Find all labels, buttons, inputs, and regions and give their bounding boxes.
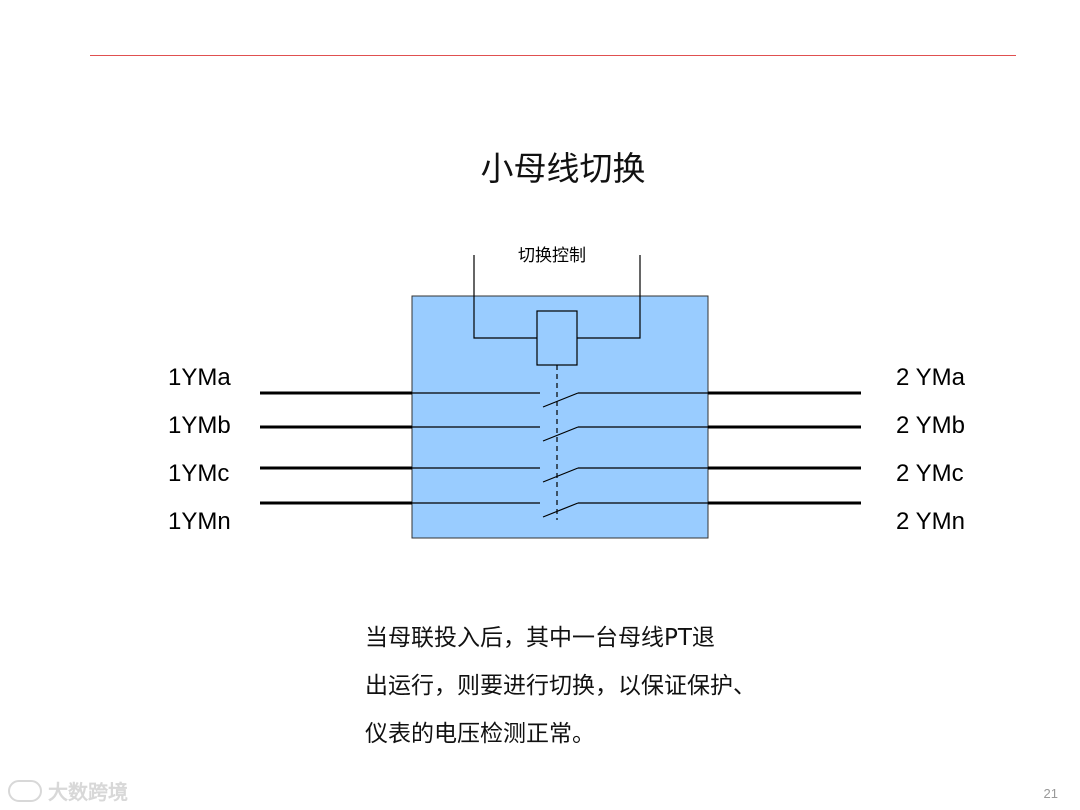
left-bus-label-a: 1YMa: [168, 364, 231, 391]
slide-title: 小母线切换: [480, 149, 646, 188]
left-bus-label-n: 1YMn: [168, 508, 231, 535]
control-wire-right: [577, 255, 641, 339]
bus-line-a: [260, 391, 861, 408]
page-number: 21: [1043, 786, 1058, 801]
left-bus-label-b: 1YMb: [168, 412, 231, 439]
control-label: 切换控制: [518, 246, 586, 266]
logo-icon: [8, 779, 42, 802]
right-bus-label-c: 2 YMc: [896, 460, 964, 487]
bus-line-c: [260, 466, 861, 483]
top-divider-line: [90, 55, 1016, 56]
control-wire-left: [473, 255, 537, 339]
bus-line-b: [260, 425, 861, 442]
bus-line-n: [260, 501, 861, 518]
right-bus-label-n: 2 YMn: [896, 508, 965, 535]
left-bus-label-c: 1YMc: [168, 460, 229, 487]
watermark-logo: 大数跨境: [8, 776, 128, 805]
description-text: 当母联投入后，其中一台母线PT退 出运行，则要进行切换，以保证保护、 仪表的电压…: [365, 614, 825, 758]
description-line-3: 仪表的电压检测正常。: [365, 721, 595, 747]
logo-text: 大数跨境: [48, 780, 128, 804]
description-line-2: 出运行，则要进行切换，以保证保护、: [365, 673, 756, 699]
relay-coil: [536, 310, 578, 366]
right-bus-label-a: 2 YMa: [896, 364, 966, 391]
right-bus-label-b: 2 YMb: [896, 412, 965, 439]
description-line-1: 当母联投入后，其中一台母线PT退: [365, 625, 715, 651]
